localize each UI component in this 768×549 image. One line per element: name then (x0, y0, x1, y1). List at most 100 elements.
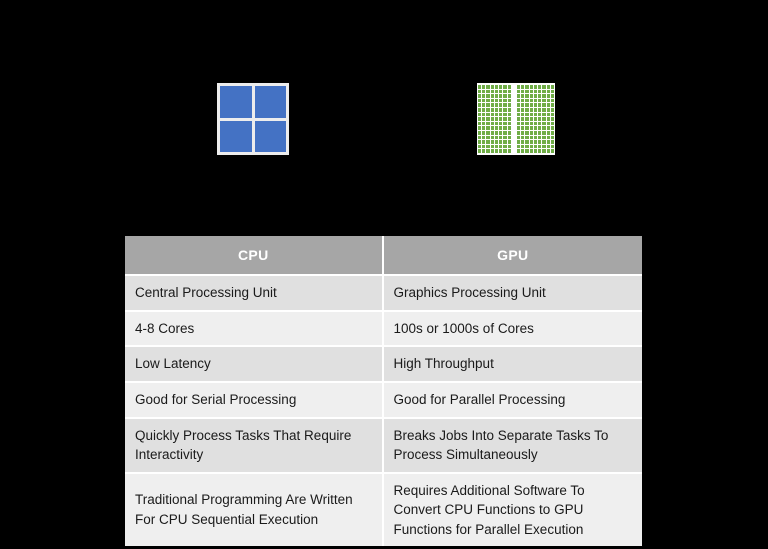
gpu-core-cell (486, 121, 490, 126)
gpu-core-cell (486, 126, 490, 130)
cpu-core-cell (254, 120, 286, 152)
gpu-core-cell (486, 149, 490, 153)
gpu-core-cell (529, 121, 533, 126)
gpu-core-cell (550, 121, 554, 126)
gpu-core-cell (507, 107, 511, 112)
gpu-core-cell (550, 94, 554, 98)
gpu-core-cell (542, 103, 546, 107)
gpu-core-cell (490, 135, 494, 140)
gpu-core-cell (482, 103, 486, 107)
gpu-core-cell (486, 117, 490, 121)
gpu-core-cell (490, 126, 494, 130)
gpu-core-cell (533, 107, 538, 112)
gpu-cell-text: High Throughput (383, 347, 642, 383)
gpu-core-cell (507, 94, 511, 98)
gpu-core-cell (525, 89, 529, 94)
gpu-core-cell (546, 107, 550, 112)
gpu-core-row (478, 130, 554, 135)
gpu-core-cell (521, 135, 525, 140)
gpu-core-cell (542, 112, 546, 117)
gpu-core-cell (550, 135, 554, 140)
gpu-core-cell (494, 89, 499, 94)
gpu-core-cell (503, 135, 507, 140)
gpu-core-cell (486, 140, 490, 144)
gpu-core-cell (546, 144, 550, 149)
gpu-core-cell (538, 94, 542, 98)
gpu-cell-text: Requires Additional Software To Convert … (383, 473, 642, 547)
gpu-core-cell (546, 103, 550, 107)
gpu-core-cell (507, 130, 511, 135)
gpu-core-cell (482, 126, 486, 130)
gpu-core-cell (516, 89, 521, 94)
gpu-core-cell (538, 144, 542, 149)
gpu-core-cell (478, 85, 482, 89)
gpu-core-cell (521, 112, 525, 117)
gpu-core-cell (503, 112, 507, 117)
gpu-core-cell (538, 135, 542, 140)
gpu-core-cell (546, 89, 550, 94)
gpu-core-cell (525, 130, 529, 135)
gpu-core-cell (542, 130, 546, 135)
gpu-core-cell (529, 140, 533, 144)
gpu-core-cell (525, 107, 529, 112)
gpu-core-cell (516, 121, 521, 126)
column-header-cpu: CPU (125, 236, 384, 277)
gpu-core-cell (521, 85, 525, 89)
gpu-core-cell (499, 98, 503, 103)
gpu-core-cell (503, 149, 507, 153)
gpu-core-cell (529, 144, 533, 149)
gpu-core-cell (546, 121, 550, 126)
gpu-core-cell (546, 140, 550, 144)
gpu-cell-text: Graphics Processing Unit (383, 276, 642, 312)
gpu-core-cell (550, 107, 554, 112)
gpu-core-cell (482, 144, 486, 149)
gpu-core-cell (486, 135, 490, 140)
gpu-core-cell (533, 135, 538, 140)
cpu-cell-text: Quickly Process Tasks That Require Inter… (125, 418, 384, 474)
gpu-core-cell (516, 149, 521, 153)
gpu-core-row (478, 144, 554, 149)
gpu-core-cell (478, 103, 482, 107)
gpu-core-cell (529, 112, 533, 117)
gpu-core-cell (521, 144, 525, 149)
gpu-core-cell (507, 89, 511, 94)
gpu-core-cell (499, 94, 503, 98)
gpu-core-cell (507, 149, 511, 153)
gpu-core-cell (546, 112, 550, 117)
gpu-core-cell (529, 126, 533, 130)
gpu-core-cell (542, 117, 546, 121)
gpu-core-cell (538, 85, 542, 89)
gpu-grid-gap (512, 103, 516, 107)
gpu-cell-text: 100s or 1000s of Cores (383, 311, 642, 348)
gpu-core-cell (525, 103, 529, 107)
gpu-core-cell (533, 89, 538, 94)
gpu-core-cell (546, 126, 550, 130)
gpu-core-cell (525, 144, 529, 149)
gpu-core-cell (525, 121, 529, 126)
gpu-core-cell (533, 94, 538, 98)
gpu-core-cell (538, 149, 542, 153)
cpu-cell-text: Good for Serial Processing (125, 382, 384, 419)
gpu-core-cell (533, 98, 538, 103)
gpu-core-cell (533, 117, 538, 121)
gpu-core-cell (494, 121, 499, 126)
gpu-core-cell (538, 117, 542, 121)
gpu-core-cell (486, 107, 490, 112)
gpu-core-cell (494, 98, 499, 103)
gpu-core-cell (521, 149, 525, 153)
gpu-core-cell (546, 85, 550, 89)
gpu-core-cell (521, 107, 525, 112)
gpu-grid-gap (512, 113, 516, 117)
gpu-core-cell (525, 98, 529, 103)
gpu-core-cell (550, 144, 554, 149)
gpu-core-cell (486, 98, 490, 103)
gpu-core-cell (533, 140, 538, 144)
gpu-core-cell (478, 144, 482, 149)
gpu-core-cell (478, 149, 482, 153)
gpu-core-cell (482, 98, 486, 103)
gpu-core-cell (533, 112, 538, 117)
gpu-core-cell (542, 94, 546, 98)
gpu-grid-gap (512, 90, 516, 94)
